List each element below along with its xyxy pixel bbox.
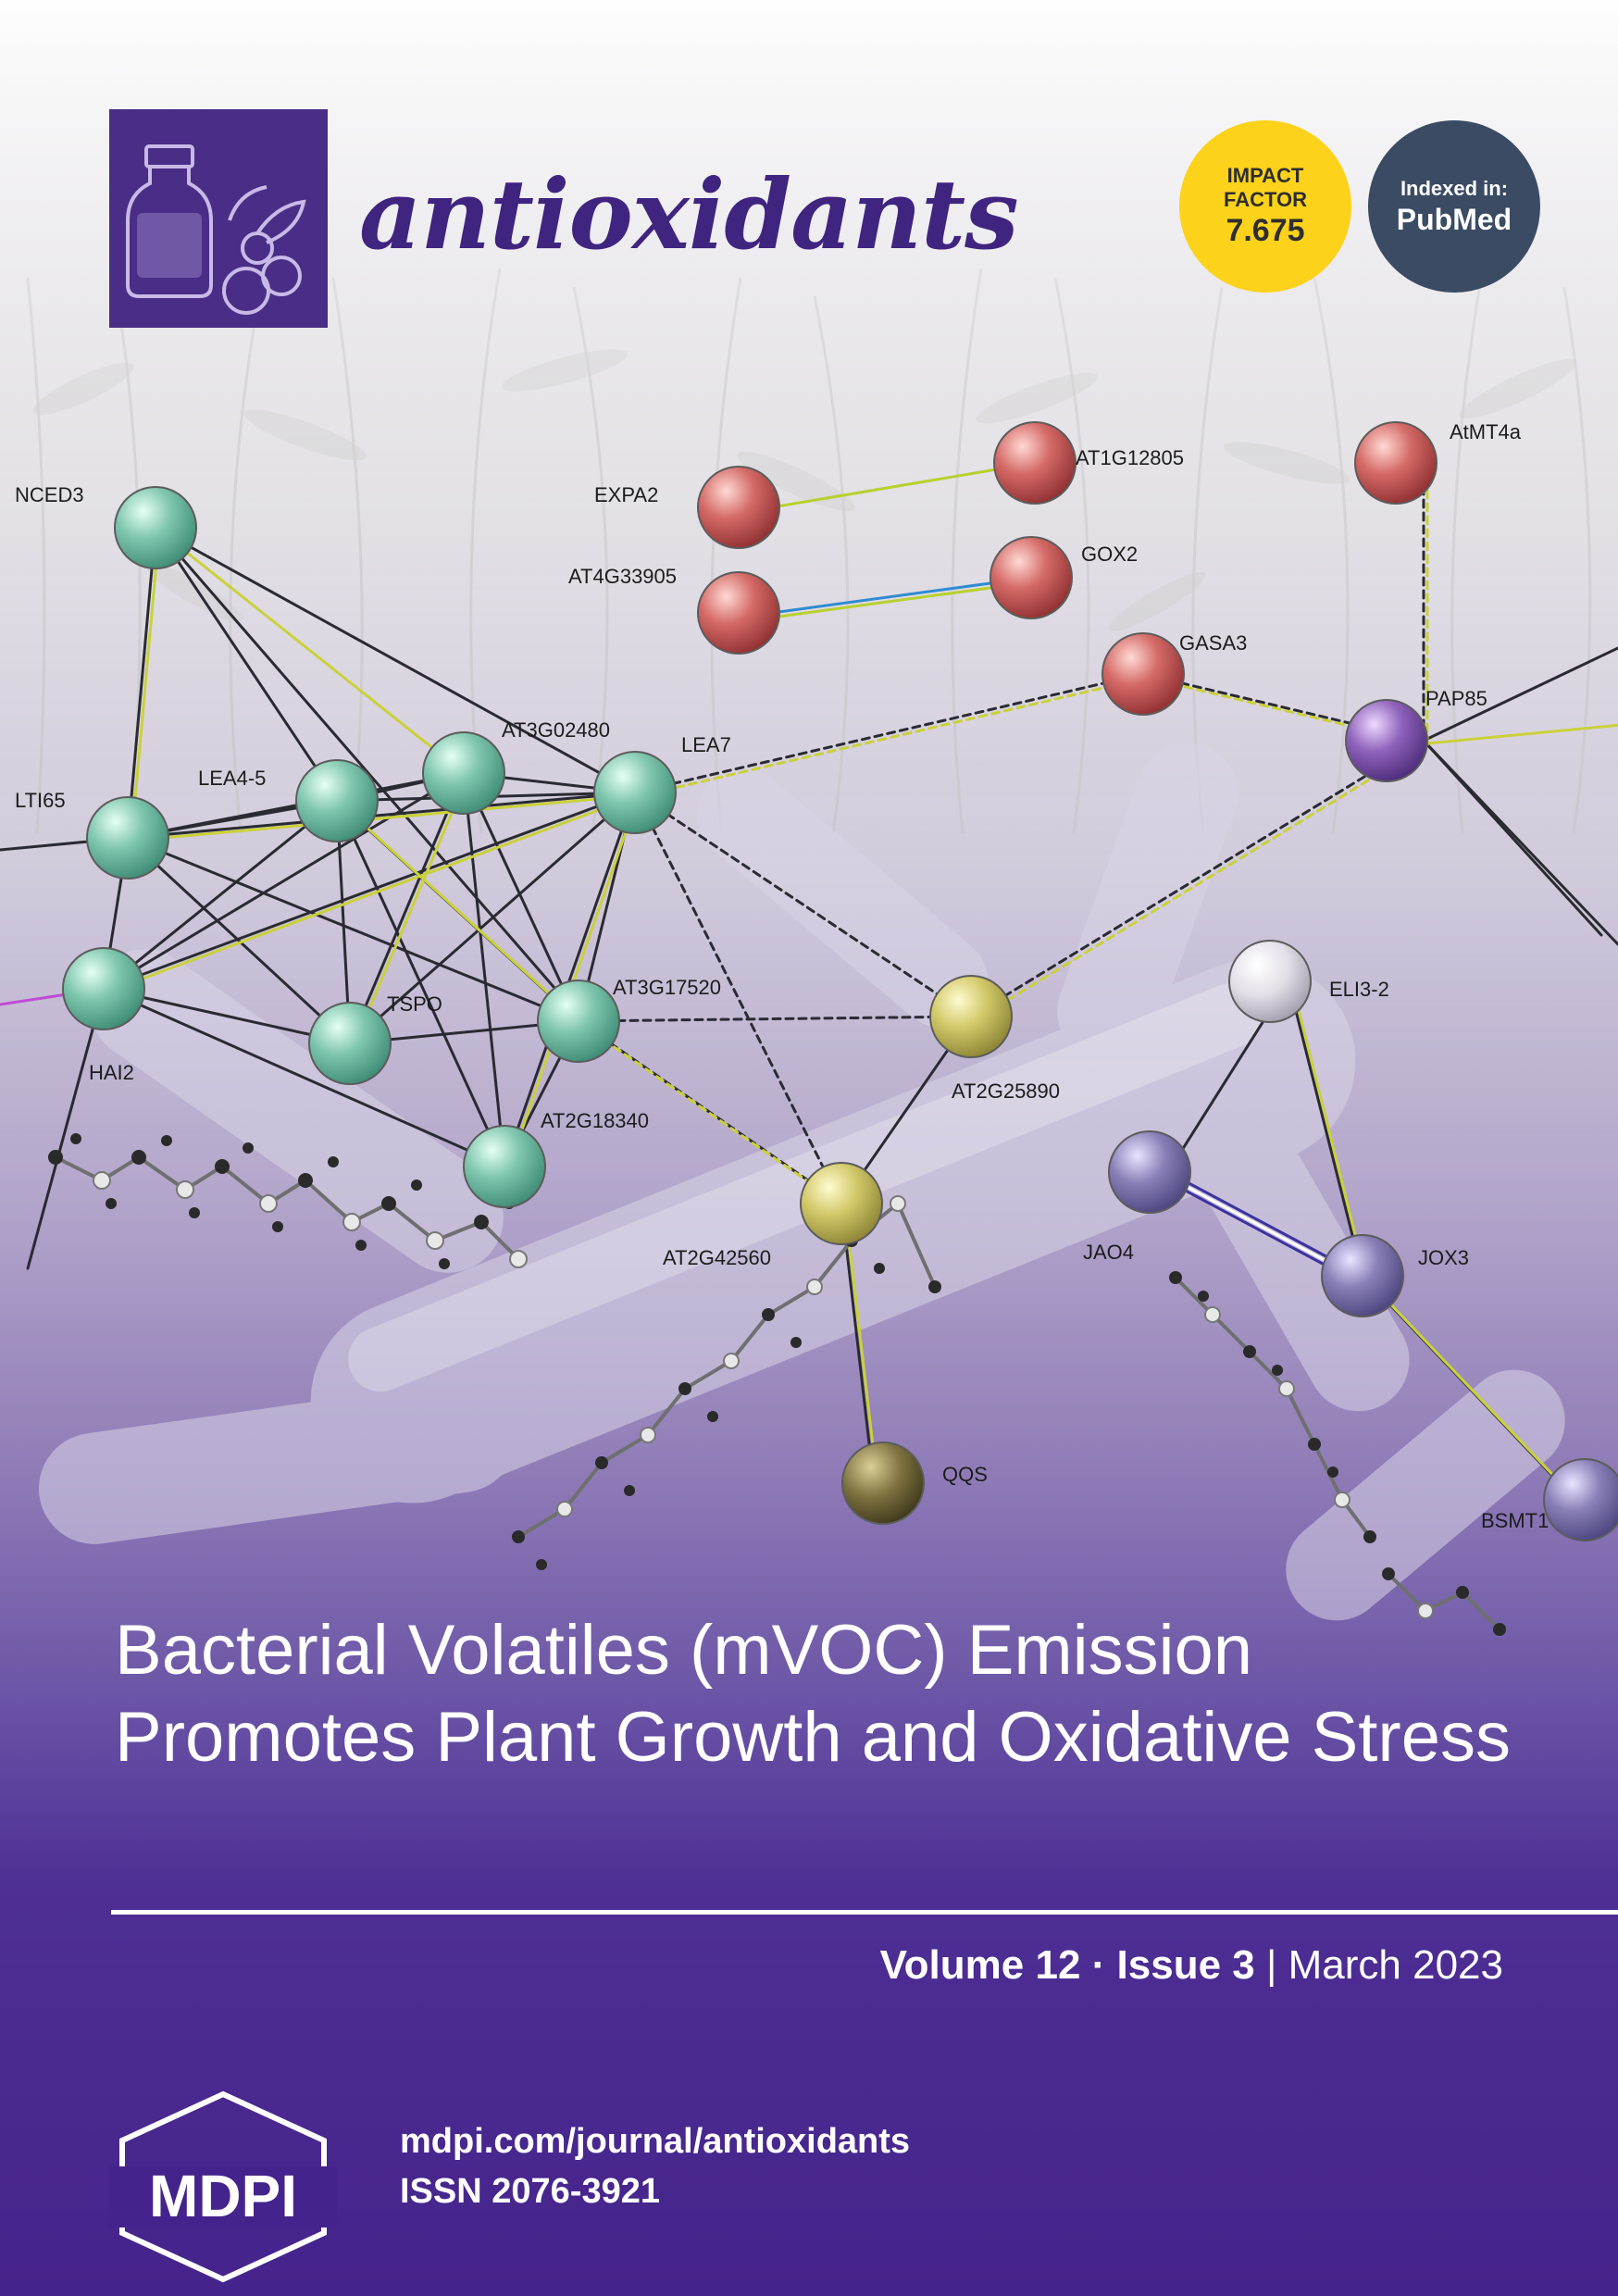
journal-logo <box>109 109 328 328</box>
node-GASA3 <box>1101 632 1185 716</box>
node-GOX2 <box>989 536 1073 619</box>
node-EXPA2 <box>697 466 780 549</box>
label-GOX2: GOX2 <box>1081 543 1138 566</box>
footer-text: mdpi.com/journal/antioxidants ISSN 2076-… <box>400 2116 910 2216</box>
node-AT2G25890 <box>929 975 1013 1058</box>
volatile-molecule-chains <box>48 1133 1506 1636</box>
label-LTI65: LTI65 <box>15 789 66 812</box>
node-AT1G12805 <box>993 421 1077 505</box>
mdpi-logo: MDPI <box>109 2090 337 2283</box>
label-PAP85: PAP85 <box>1425 687 1487 710</box>
node-JAO4 <box>1108 1130 1191 1214</box>
indexed-label: Indexed in: <box>1400 177 1509 200</box>
network-labels: NCED3 EXPA2 AT1G12805 AtMT4a AT4G33905 G… <box>15 420 1549 1532</box>
node-BSMT1 <box>1543 1458 1618 1541</box>
impact-factor-badge: IMPACT FACTOR 7.675 <box>1179 120 1351 293</box>
impact-factor-value: 7.675 <box>1226 213 1305 248</box>
node-PAP85 <box>1345 699 1428 782</box>
label-AT2G18340: AT2G18340 <box>541 1109 649 1132</box>
label-JOX3: JOX3 <box>1418 1246 1469 1269</box>
node-LTI65 <box>86 796 169 880</box>
label-JAO4: JAO4 <box>1083 1241 1134 1264</box>
issue-label: Issue 3 <box>1116 1942 1255 1988</box>
volume-label: Volume 12 <box>879 1942 1081 1988</box>
label-BSMT1: BSMT1 <box>1481 1509 1549 1532</box>
node-LEA4-5 <box>295 759 379 842</box>
label-TSPO: TSPO <box>387 992 442 1016</box>
node-AT4G33905 <box>697 571 780 655</box>
label-AT2G25890: AT2G25890 <box>952 1079 1060 1103</box>
node-AT3G02480 <box>422 731 505 815</box>
divider-rule <box>111 1910 1618 1915</box>
label-NCED3: NCED3 <box>15 483 84 506</box>
issue-date: March 2023 <box>1288 1942 1503 1988</box>
label-AT2G42560: AT2G42560 <box>663 1246 771 1269</box>
mdpi-logo-text: MDPI <box>149 2163 297 2229</box>
pubmed-badge: Indexed in: PubMed <box>1368 120 1540 293</box>
impact-label-line1: IMPACT <box>1226 164 1304 187</box>
label-EXPA2: EXPA2 <box>594 483 658 506</box>
node-AT2G42560 <box>800 1162 883 1245</box>
node-AT3G17520 <box>537 980 620 1063</box>
journal-url[interactable]: mdpi.com/journal/antioxidants <box>400 2122 911 2161</box>
node-QQS <box>841 1441 925 1525</box>
issue-info: Volume 12 · Issue 3 | March 2023 <box>880 1942 1503 1989</box>
node-LEA7 <box>593 751 677 834</box>
label-LEA4-5: LEA4-5 <box>198 767 266 790</box>
label-AtMT4a: AtMT4a <box>1450 420 1522 443</box>
label-QQS: QQS <box>942 1463 988 1486</box>
node-HAI2 <box>62 947 145 1030</box>
impact-label-line2: FACTOR <box>1223 188 1308 211</box>
bottle-berries-icon <box>126 144 306 315</box>
label-AT3G17520: AT3G17520 <box>613 976 721 999</box>
label-HAI2: HAI2 <box>89 1061 134 1084</box>
node-AT2G18340 <box>463 1125 546 1208</box>
node-ELI3-2 <box>1228 940 1312 1023</box>
issue-separator: · <box>1080 1942 1117 1988</box>
issue-divider: | <box>1254 1942 1288 1988</box>
label-LEA7: LEA7 <box>681 733 731 756</box>
network-nodes <box>62 421 1618 1541</box>
node-NCED3 <box>114 486 197 569</box>
cover-headline: Bacterial Volatiles (mVOC) Emission Prom… <box>115 1611 1511 1777</box>
journal-title: antioxidants <box>359 157 1019 271</box>
label-AT1G12805: AT1G12805 <box>1076 446 1184 469</box>
protein-interaction-network: NCED3 EXPA2 AT1G12805 AtMT4a AT4G33905 G… <box>0 420 1618 1636</box>
label-ELI3-2: ELI3-2 <box>1329 978 1389 1001</box>
node-JOX3 <box>1321 1234 1404 1317</box>
label-AT4G33905: AT4G33905 <box>568 565 677 588</box>
label-AT3G02480: AT3G02480 <box>502 718 610 742</box>
node-AtMT4a <box>1354 421 1438 505</box>
issn: ISSN 2076-3921 <box>400 2172 660 2211</box>
node-TSPO <box>308 1002 392 1085</box>
label-GASA3: GASA3 <box>1179 631 1247 655</box>
pubmed-label: PubMed <box>1396 203 1512 236</box>
